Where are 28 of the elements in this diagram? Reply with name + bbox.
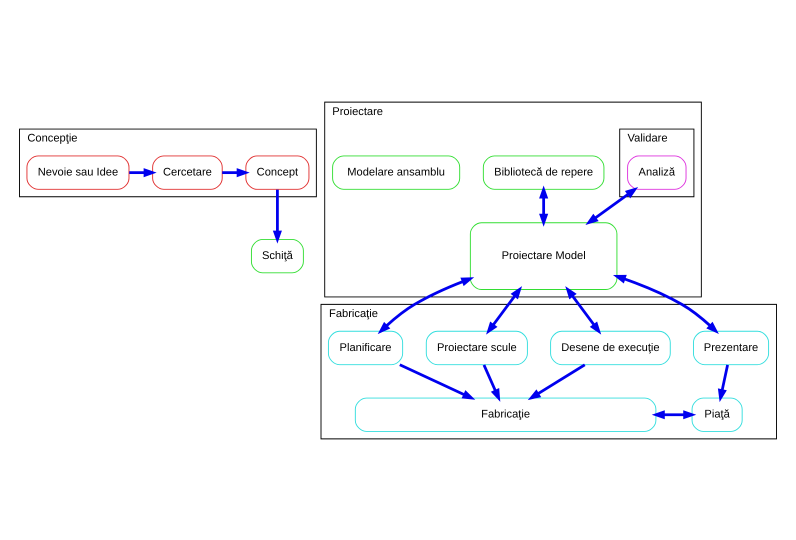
node-box: Fabricaţie (354, 397, 656, 432)
arrow (222, 168, 250, 177)
node-box: Desene de execuţie (550, 330, 671, 365)
node-box: Proiectare scule (426, 330, 528, 365)
node-box: Schiţă (250, 238, 304, 273)
arrow (585, 186, 638, 225)
arrow (539, 184, 548, 226)
node-box: Concept (245, 154, 310, 190)
arrow (565, 286, 602, 334)
node-box: Analiză (627, 154, 686, 190)
arrow (378, 276, 474, 334)
arrow (129, 168, 157, 177)
node-box: Prezentare (693, 330, 770, 365)
node-box: Modelare ansamblu (332, 154, 460, 190)
node-box: Nevoie sau Idee (26, 154, 130, 190)
arrow (399, 363, 476, 400)
arrow (486, 286, 522, 334)
node-box: Planificare (328, 330, 404, 365)
arrow (272, 189, 282, 244)
arrow (718, 364, 729, 402)
node-box: Bibliotecă de repere (482, 154, 604, 190)
arrow (528, 363, 586, 400)
arrow (482, 364, 500, 402)
node-box: Proiectare Model (470, 222, 618, 290)
node-box: Cercetare (152, 154, 223, 190)
node-box: Piaţă (692, 397, 743, 432)
arrow (612, 274, 719, 334)
arrow (652, 410, 696, 419)
